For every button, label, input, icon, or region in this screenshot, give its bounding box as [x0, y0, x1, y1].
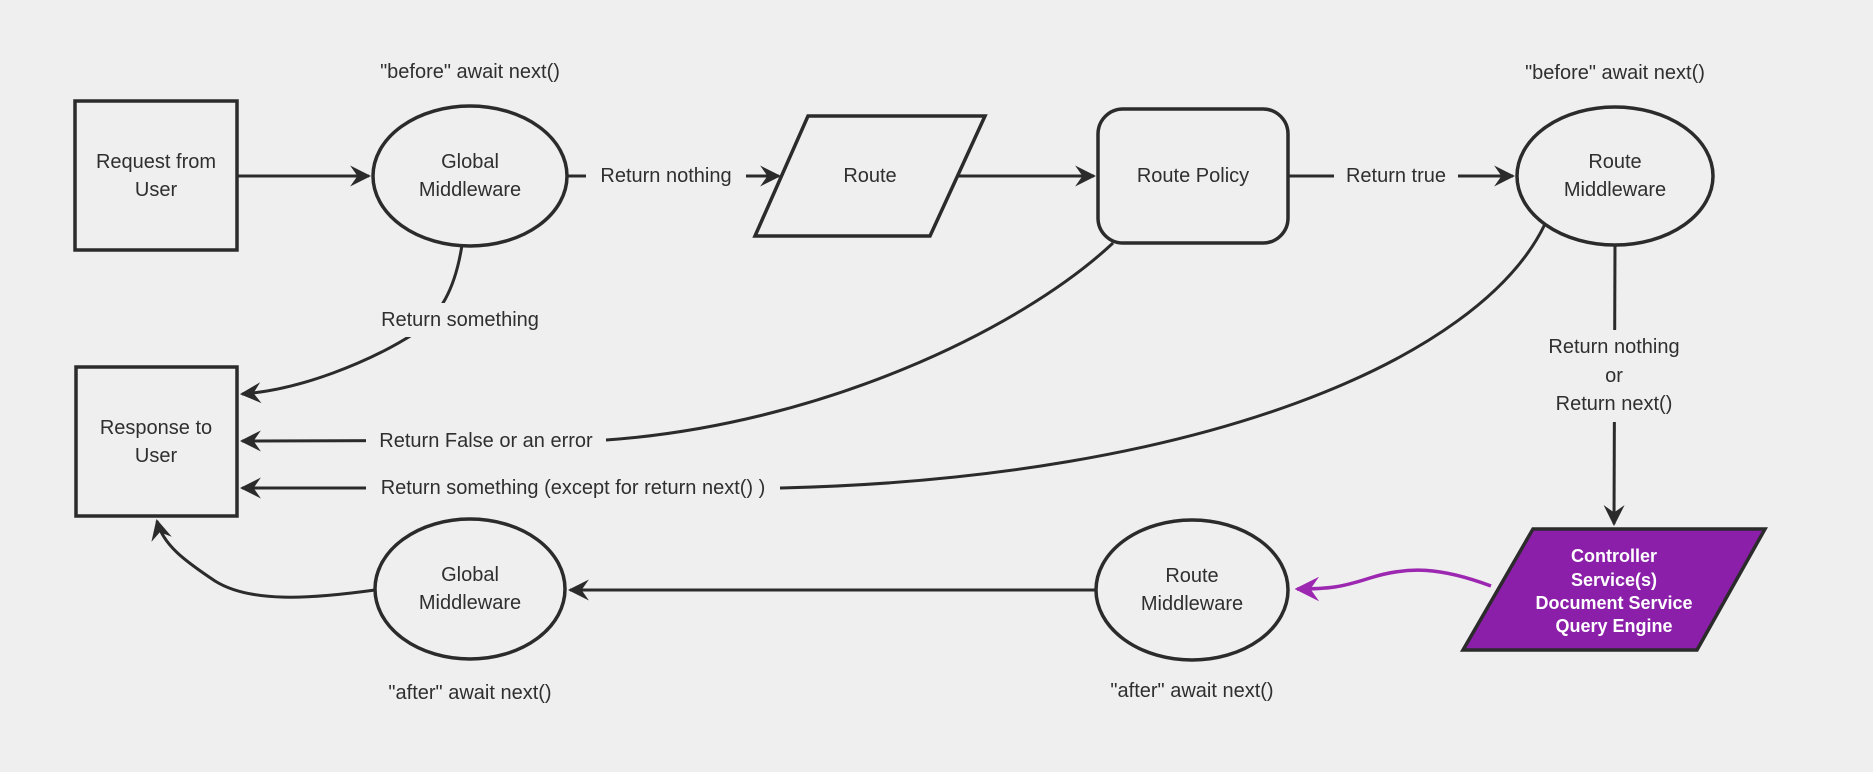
edge-global-middleware-bottom-to-response	[151, 518, 376, 599]
node-global-middleware-top-line1: Global	[441, 151, 499, 173]
edge-label-return-true: Return true	[1346, 165, 1446, 187]
node-controller-line1: Controller	[1571, 546, 1657, 566]
edge-label-return-nothing-or-next-line3: Return next()	[1556, 393, 1673, 415]
node-route-middleware-bottom-line2: Middleware	[1141, 593, 1243, 615]
annotation-after-await-left: "after" await next()	[388, 682, 551, 704]
edge-label-return-nothing: Return nothing	[600, 165, 731, 187]
label-bg-return-false	[366, 424, 606, 458]
edge-label-return-something-except: Return something (except for return next…	[381, 477, 766, 499]
node-global-middleware-top-line2: Middleware	[419, 179, 521, 201]
edge-label-return-something: Return something	[381, 309, 539, 331]
node-controller-line2: Service(s)	[1571, 570, 1657, 590]
node-request-from-user: Request from User	[73, 99, 239, 252]
edge-label-return-nothing-or-next-line2: or	[1605, 365, 1623, 387]
node-route-middleware-bottom: Route Middleware	[1094, 518, 1290, 662]
node-response-label-line1: Response to	[100, 417, 212, 439]
edge-return-something-except-to-response	[239, 223, 1547, 499]
label-bg-return-something-except	[366, 471, 780, 505]
label-bg-return-something	[368, 303, 552, 337]
node-global-middleware-bottom-line2: Middleware	[419, 592, 521, 614]
node-route-label: Route	[843, 165, 896, 187]
node-response-to-user: Response to User	[74, 365, 239, 518]
node-controller-services: Controller Service(s) Document Service Q…	[1459, 527, 1768, 652]
node-route-policy-label: Route Policy	[1137, 165, 1249, 187]
label-bg-return-nothing	[586, 159, 746, 193]
node-route-policy: Route Policy	[1096, 107, 1290, 245]
edge-label-return-nothing-or-next-line1: Return nothing	[1548, 336, 1679, 358]
annotation-before-await-right: "before" await next()	[1525, 62, 1705, 84]
annotation-before-await-left: "before" await next()	[380, 61, 560, 83]
edge-controller-to-route-middleware-bottom	[1294, 568, 1492, 602]
label-bg-return-nothing-or-next	[1528, 330, 1700, 422]
node-route: Route	[752, 114, 988, 238]
node-controller-line4: Query Engine	[1555, 616, 1672, 636]
node-route-middleware-top-line1: Route	[1588, 151, 1641, 173]
node-request-label-line1: Request from	[96, 151, 216, 173]
node-global-middleware-top: Global Middleware	[371, 104, 569, 248]
node-response-label-line2: User	[135, 445, 178, 467]
node-global-middleware-bottom-line1: Global	[441, 564, 499, 586]
node-route-middleware-top: Route Middleware	[1515, 105, 1715, 247]
node-route-middleware-bottom-line1: Route	[1165, 565, 1218, 587]
edge-return-false-to-response	[239, 241, 1115, 452]
label-bg-return-true	[1334, 159, 1458, 193]
edge-label-return-false-or-error: Return False or an error	[379, 430, 593, 452]
node-controller-line3: Document Service	[1535, 593, 1692, 613]
node-global-middleware-bottom: Global Middleware	[373, 517, 567, 661]
node-request-label-line2: User	[135, 179, 178, 201]
annotation-after-await-right: "after" await next()	[1110, 680, 1273, 702]
node-route-middleware-top-line2: Middleware	[1564, 179, 1666, 201]
